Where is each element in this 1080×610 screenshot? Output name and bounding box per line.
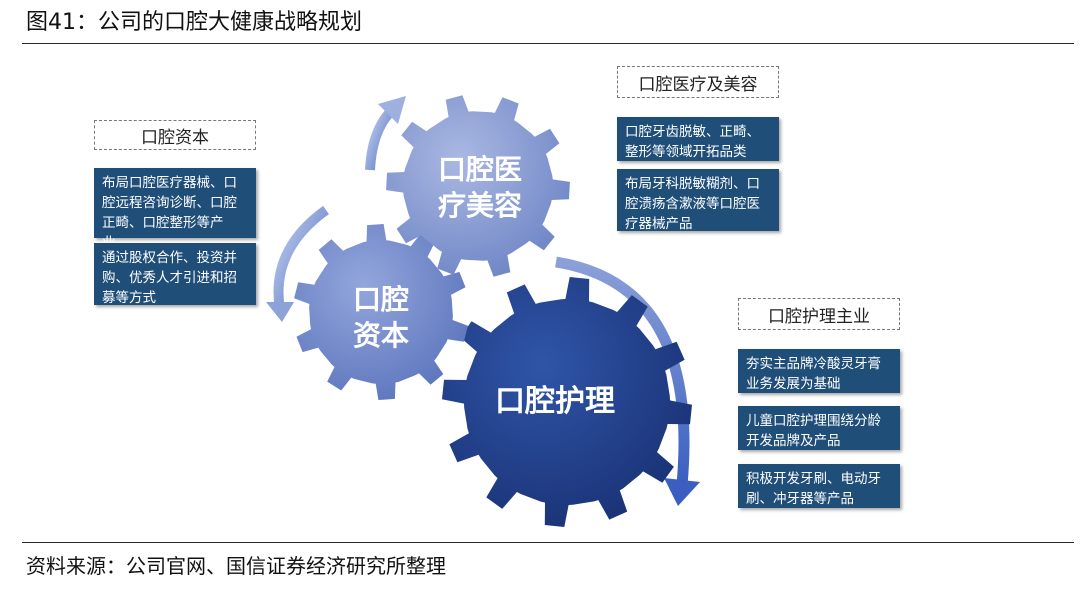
cycle-arrow-left bbox=[273, 205, 329, 311]
cycle-arrow-left-head bbox=[266, 302, 294, 322]
care-box-1: 夯实主品牌冷酸灵牙膏 业务发展为基础 bbox=[738, 349, 900, 393]
gear-capital-shape bbox=[294, 224, 468, 400]
gear-label-medical-beauty: 口腔医 疗美容 bbox=[437, 153, 522, 222]
label-oral-care-main: 口腔护理主业 bbox=[738, 298, 900, 330]
cycle-arrow-top bbox=[365, 106, 396, 171]
gear-med-shape bbox=[386, 95, 570, 277]
gear-oral-capital bbox=[294, 224, 468, 400]
gear-label-capital: 口腔 资本 bbox=[352, 283, 409, 352]
cycle-arrow-top-head bbox=[378, 96, 406, 124]
label-oral-capital: 口腔资本 bbox=[94, 120, 256, 150]
source-note: 资料来源：公司官网、国信证券经济研究所整理 bbox=[26, 554, 446, 578]
title-divider bbox=[22, 43, 1074, 44]
medical-beauty-box-1: 口腔牙齿脱敏、正畸、 整形等领域开拓品类 bbox=[617, 117, 779, 161]
care-box-3: 积极开发牙刷、电动牙 刷、冲牙器等产品 bbox=[738, 464, 900, 508]
label-oral-medical-beauty: 口腔医疗及美容 bbox=[617, 66, 779, 98]
gear-medical-beauty bbox=[386, 95, 570, 277]
strategy-diagram bbox=[266, 95, 700, 527]
care-box-2: 儿童口腔护理围绕分龄 开发品牌及产品 bbox=[738, 406, 900, 450]
capital-box-2: 通过股权合作、投资并 购、优秀人才引进和招 募等方式 bbox=[94, 243, 256, 306]
cycle-arrow-right-head bbox=[664, 478, 700, 506]
gear-care-shape bbox=[442, 277, 692, 527]
figure-title: 图41：公司的口腔大健康战略规划 bbox=[26, 10, 362, 35]
capital-box-1: 布局口腔医疗器械、口 腔远程咨询诊断、口腔 正畸、口腔整形等产业。 bbox=[94, 168, 256, 251]
footer-divider bbox=[22, 542, 1074, 543]
gear-label-care: 口腔护理 bbox=[495, 384, 615, 419]
medical-beauty-box-2: 布局牙科脱敏糊剂、口 腔溃疡含漱液等口腔医 疗器械产品 bbox=[617, 169, 779, 232]
gear-oral-care bbox=[442, 277, 692, 527]
cycle-arrow-right bbox=[555, 256, 690, 486]
